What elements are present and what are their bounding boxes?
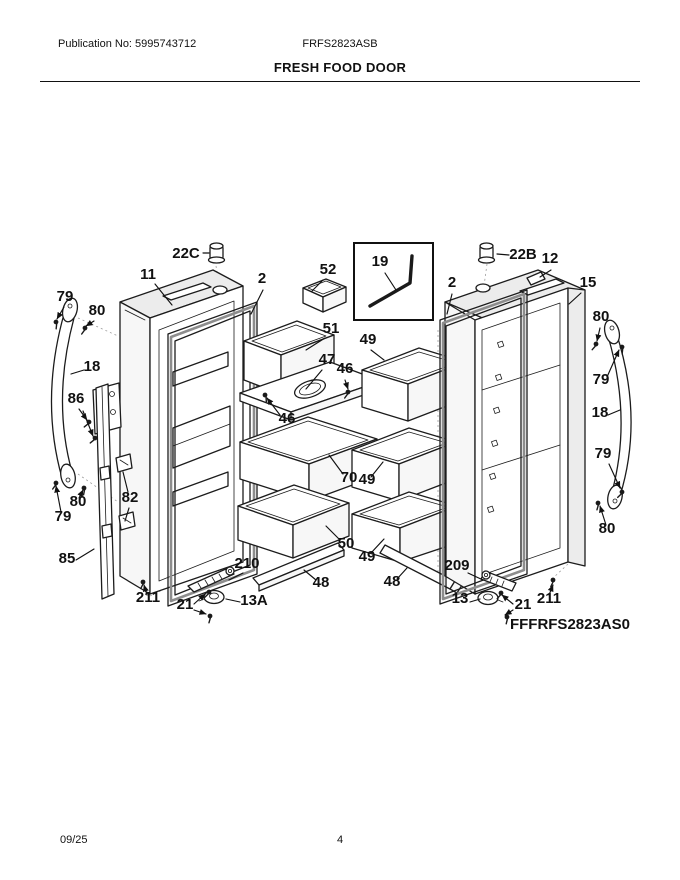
left-door-handle — [50, 297, 79, 489]
flipper-mullion — [92, 382, 122, 600]
part-callout-85-30: 85 — [59, 550, 76, 567]
bin-52 — [302, 278, 347, 313]
right-door-gasket — [439, 289, 528, 605]
part-callout-19-4: 19 — [372, 253, 389, 270]
trim-48-left — [252, 542, 345, 592]
part-callout-80-25: 80 — [70, 493, 87, 510]
callout-leaders — [54, 252, 621, 616]
part-callout-79-9: 79 — [57, 288, 74, 305]
hinge-cap-22c — [207, 242, 226, 264]
part-callout-211-35: 211 — [136, 589, 160, 606]
part-callout-82-24: 82 — [122, 489, 139, 506]
part-callout-79-26: 79 — [55, 508, 72, 525]
hinge-cap-22b — [477, 242, 496, 264]
bin-51 — [243, 320, 335, 395]
footer-page-number: 4 — [336, 834, 344, 846]
door-clips — [115, 453, 136, 531]
bottom-hinge-210 — [187, 566, 235, 593]
footer-date: 09/25 — [60, 834, 88, 846]
part-callout-48-34: 48 — [384, 573, 401, 590]
bin-49-top — [361, 347, 466, 422]
allen-wrench-box — [353, 242, 434, 321]
door-cam-13 — [477, 590, 504, 606]
part-callout-48-33: 48 — [313, 574, 330, 591]
part-callout-2-7: 2 — [448, 274, 456, 291]
part-callout-80-27: 80 — [599, 520, 616, 537]
part-callout-22c-0: 22C — [172, 245, 200, 262]
part-callout-209-32: 209 — [444, 557, 469, 574]
part-callout-15-8: 15 — [580, 274, 597, 291]
part-callout-18-16: 18 — [84, 358, 101, 375]
diagram-id: FFFRFS2823AS0 — [509, 616, 630, 633]
part-callout-79-17: 79 — [593, 371, 610, 388]
part-callout-47-14: 47 — [319, 351, 336, 368]
part-callout-210-31: 210 — [234, 555, 259, 572]
part-callout-11-1: 11 — [140, 266, 156, 283]
part-callout-80-10: 80 — [89, 302, 106, 319]
part-callout-51-12: 51 — [323, 320, 340, 337]
part-callout-211-40: 211 — [537, 590, 561, 607]
part-callout-46-15: 46 — [337, 360, 354, 377]
part-callout-70-22: 70 — [341, 469, 358, 486]
part-callout-13a-36: 13A — [240, 592, 268, 609]
left-door-gasket — [167, 301, 258, 607]
bottom-hinge-209 — [480, 570, 517, 592]
part-callout-79-21: 79 — [595, 445, 612, 462]
title-divider — [40, 81, 640, 82]
plate-12 — [526, 271, 546, 286]
part-callout-52-3: 52 — [320, 261, 337, 278]
allen-wrench-icon — [368, 254, 414, 308]
part-callout-18-19: 18 — [592, 404, 609, 421]
part-callout-80-11: 80 — [593, 308, 610, 325]
part-callout-21-38: 21 — [177, 596, 194, 613]
part-callout-50-28: 50 — [338, 535, 355, 552]
part-callout-12-6: 12 — [542, 250, 559, 267]
part-callout-49-23: 49 — [359, 471, 376, 488]
part-callout-86-18: 86 — [68, 390, 85, 407]
page-title: FRESH FOOD DOOR — [273, 60, 407, 75]
part-callout-2-2: 2 — [258, 270, 266, 287]
part-callout-13-37: 13 — [452, 590, 469, 607]
part-callout-21-39: 21 — [515, 596, 532, 613]
part-callout-22b-5: 22B — [509, 246, 537, 263]
part-callout-49-13: 49 — [360, 331, 377, 348]
publication-number: Publication No: 5995743712 — [58, 38, 197, 50]
left-door — [119, 269, 244, 595]
part-callout-49-29: 49 — [359, 548, 376, 565]
part-callout-46-20: 46 — [279, 410, 296, 427]
bin-50 — [237, 484, 350, 559]
model-number: FRFS2823ASB — [302, 38, 378, 50]
door-cam-13a — [198, 589, 225, 605]
